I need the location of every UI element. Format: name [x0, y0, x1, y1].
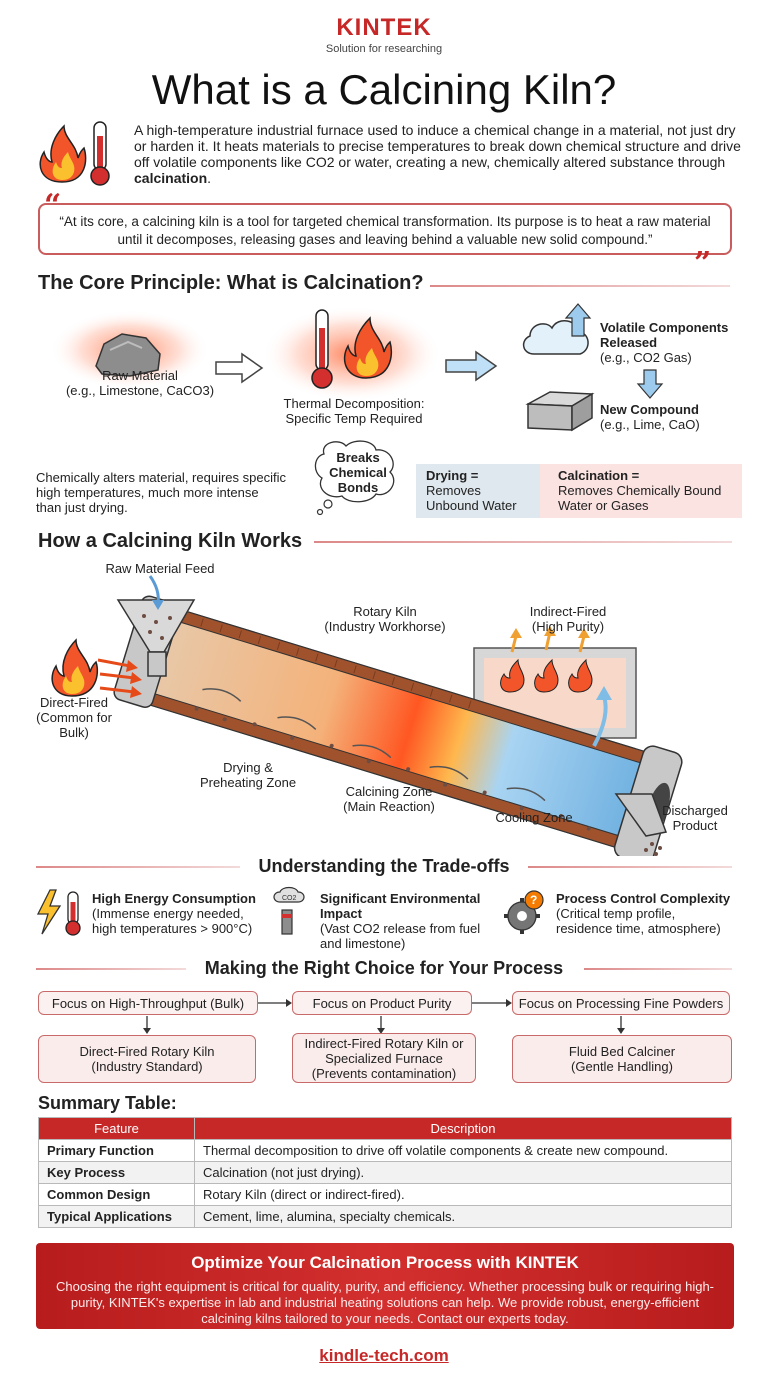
choice-rule-left	[36, 968, 186, 970]
direct-label: Direct-Fired (Common for Bulk)	[36, 695, 112, 740]
quote-box: “At its core, a calcining kiln is a tool…	[38, 203, 732, 255]
brand-header: KINTEK Solution for researching	[0, 14, 768, 55]
focus-bulk: Focus on High-Throughput (Bulk)	[38, 991, 258, 1015]
volatile-label: Volatile Components Released (e.g., CO2 …	[600, 320, 729, 365]
flame-icon	[343, 316, 393, 379]
kiln-diagram	[51, 575, 683, 856]
bubble-shape	[314, 440, 395, 516]
close-quote-icon: ”	[694, 246, 712, 281]
block-icon	[525, 391, 595, 432]
brand-logo: KINTEK	[336, 14, 432, 41]
table-header-feature: Feature	[38, 1117, 195, 1140]
cta-title: Optimize Your Calcination Process with K…	[191, 1253, 579, 1272]
arrow-right-blue-icon	[445, 350, 498, 382]
gear-question-icon: ?	[504, 890, 544, 934]
core-note: Chemically alters material, requires spe…	[36, 470, 286, 515]
calcination-box: Calcination = Removes Chemically Bound W…	[540, 464, 742, 518]
core-rule	[430, 285, 730, 287]
feed-label: Raw Material Feed	[105, 561, 215, 576]
arrow-up-icon	[564, 303, 592, 337]
factory-icon: CO2	[273, 886, 305, 935]
svg-text:?: ?	[530, 893, 537, 907]
focus-powders: Focus on Processing Fine Powders	[512, 991, 730, 1015]
rotary-label: Rotary Kiln (Industry Workhorse)	[324, 604, 446, 634]
summary-table: Feature Description Primary Function The…	[38, 1117, 732, 1228]
tradeoff-environment: Significant Environmental Impact (Vast C…	[320, 891, 481, 951]
thermometer-icon	[311, 309, 333, 389]
intro-icons	[39, 121, 110, 186]
result-fluid: Fluid Bed Calciner (Gentle Handling)	[512, 1035, 732, 1083]
calcination-diagram	[50, 303, 664, 432]
result-direct: Direct-Fired Rotary Kiln (Industry Stand…	[38, 1035, 256, 1083]
discharge-chute	[614, 793, 668, 856]
drying-zone-label: Drying & Preheating Zone	[199, 760, 297, 790]
works-rule	[314, 541, 732, 543]
cool-air-arrow-icon	[592, 686, 612, 747]
thermometer-icon	[65, 891, 81, 936]
cooling-zone-label: Cooling Zone	[495, 810, 573, 825]
cta-banner: Optimize Your Calcination Process with K…	[36, 1243, 734, 1329]
footer-link[interactable]: kindle-tech.com	[319, 1346, 449, 1365]
page-title: What is a Calcining Kiln?	[151, 66, 617, 113]
tradeoff-control: Process Control Complexity (Critical tem…	[556, 891, 731, 936]
tradeoffs-rule-right	[528, 866, 732, 868]
rock-icon	[95, 333, 161, 377]
cta-body: Choosing the right equipment is critical…	[55, 1279, 715, 1326]
table-row: Common Design Rotary Kiln (direct or ind…	[38, 1183, 732, 1206]
table-header-description: Description	[194, 1117, 732, 1140]
heat-arrows-icon	[97, 658, 142, 698]
lightning-icon	[36, 889, 62, 935]
tradeoff-energy: High Energy Consumption (Immense energy …	[92, 891, 256, 936]
feed-arrow-icon	[148, 575, 164, 610]
raw-material-label: Raw Material (e.g., Limestone, CaCO3)	[65, 368, 215, 398]
tradeoff-icons: CO2 ?	[36, 886, 544, 936]
new-compound-label: New Compound (e.g., Lime, CaO)	[600, 402, 700, 432]
thermometer-icon	[90, 121, 110, 186]
discharged-label: Discharged Product	[662, 803, 728, 833]
table-row: Key Process Calcination (not just drying…	[38, 1161, 732, 1184]
intro-text: A high-temperature industrial furnace us…	[134, 122, 741, 186]
tradeoffs-heading: Understanding the Trade-offs	[258, 856, 510, 876]
funnel-icon	[116, 599, 196, 677]
drying-box: Drying = Removes Unbound Water	[416, 464, 546, 518]
arrow-down-icon	[636, 369, 664, 399]
brand-tagline: Solution for researching	[325, 43, 443, 55]
quote-text: “At its core, a calcining kiln is a tool…	[59, 214, 711, 247]
flame-icon	[39, 124, 87, 183]
indirect-label: Indirect-Fired (High Purity)	[529, 604, 607, 634]
choice-heading: Making the Right Choice for Your Process	[204, 958, 564, 978]
summary-heading: Summary Table:	[38, 1093, 177, 1113]
indirect-flames-icon	[500, 626, 593, 693]
bubble-text: Breaks Chemical Bonds	[329, 450, 387, 495]
arrow-right-icon	[215, 352, 264, 384]
choice-arrows	[143, 999, 625, 1034]
works-heading: How a Calcining Kiln Works	[38, 530, 303, 552]
core-heading: The Core Principle: What is Calcination?	[38, 272, 424, 294]
calcining-zone-label: Calcining Zone (Main Reaction)	[343, 784, 435, 814]
open-quote-icon: “	[44, 188, 62, 223]
result-indirect: Indirect-Fired Rotary Kiln or Specialize…	[292, 1033, 476, 1083]
thermal-label: Thermal Decomposition: Specific Temp Req…	[283, 396, 425, 426]
tradeoffs-rule-left	[36, 866, 240, 868]
flame-icon	[51, 638, 99, 697]
table-row: Primary Function Thermal decomposition t…	[38, 1139, 732, 1162]
co2-label: CO2	[282, 895, 297, 902]
choice-rule-right	[584, 968, 732, 970]
table-row: Typical Applications Cement, lime, alumi…	[38, 1205, 732, 1228]
focus-purity: Focus on Product Purity	[292, 991, 472, 1015]
